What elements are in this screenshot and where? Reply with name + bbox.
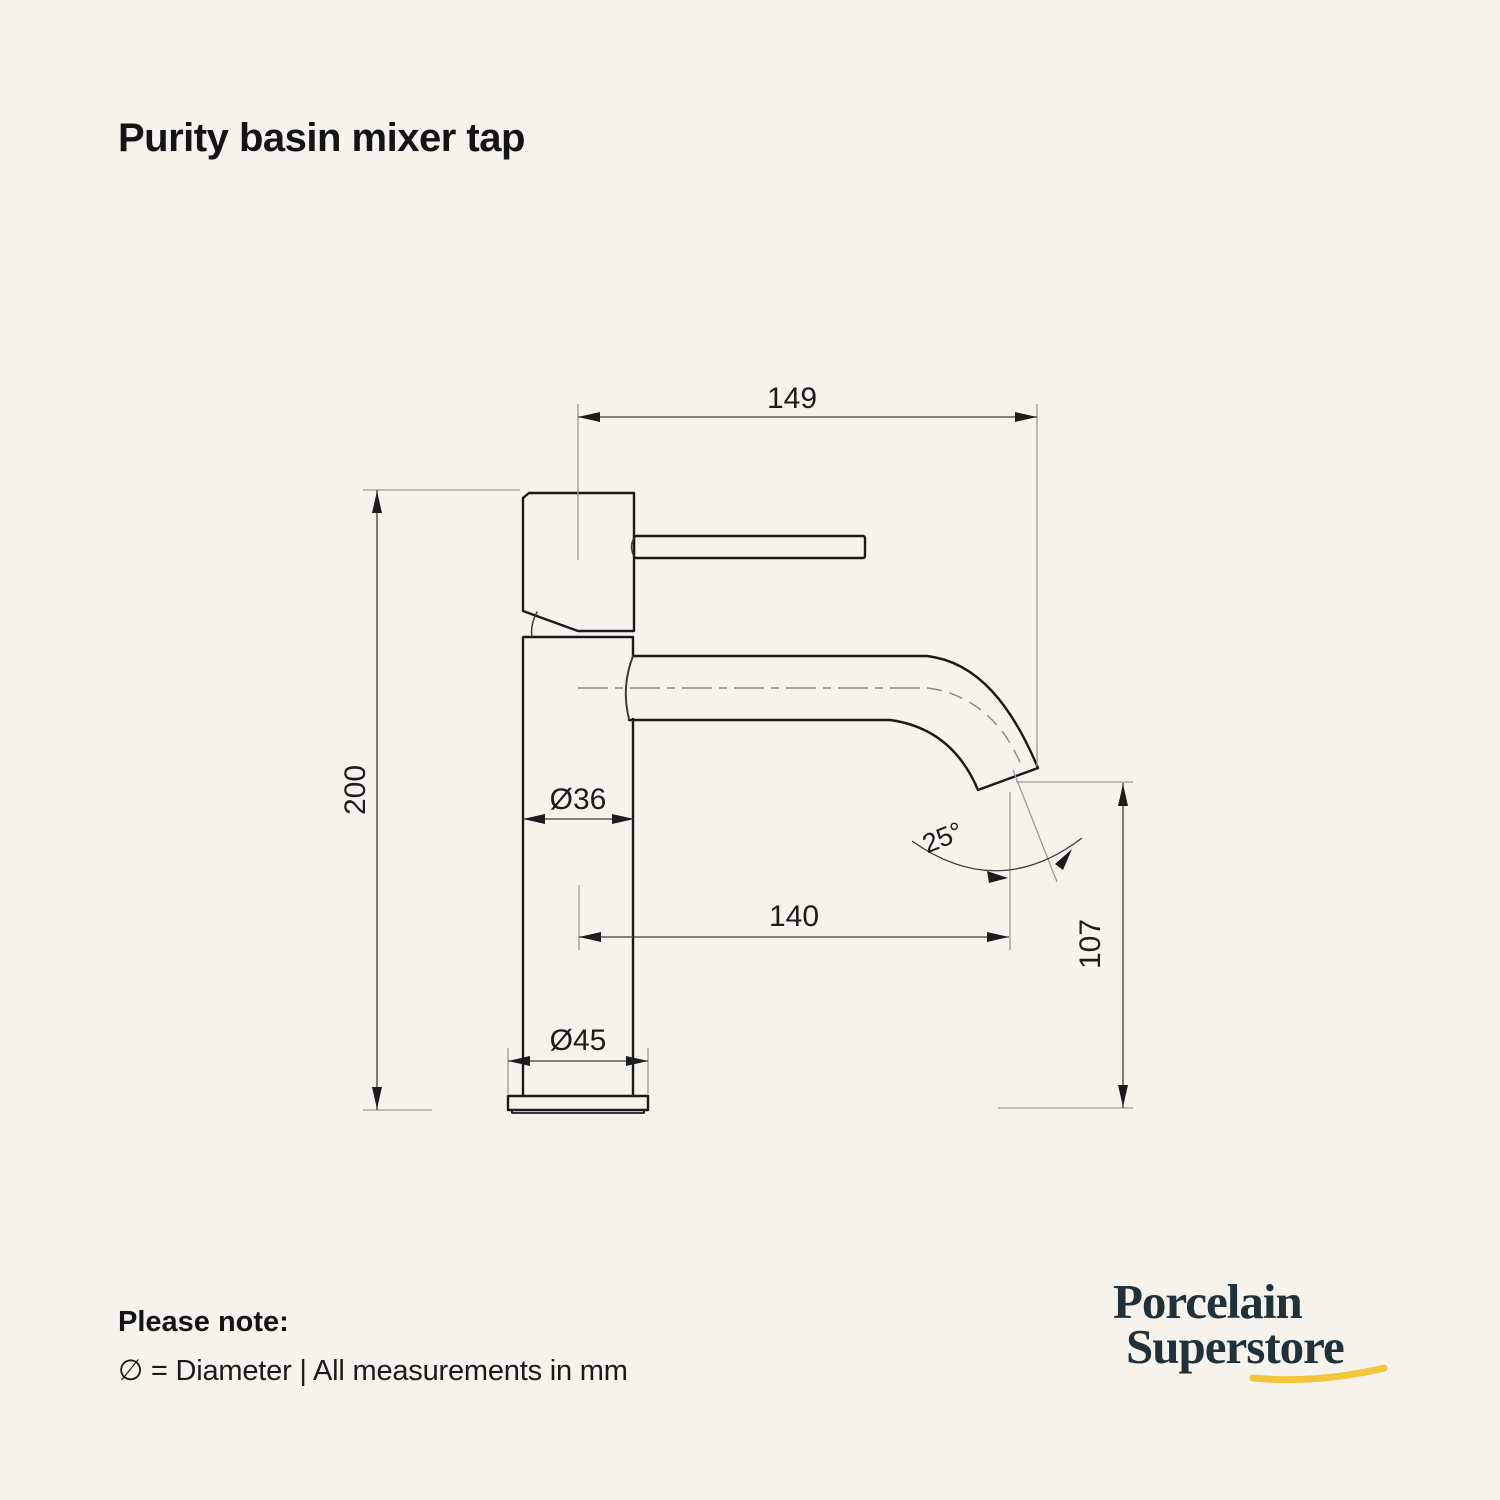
arrow-angle-left <box>987 871 1008 883</box>
tap-head <box>521 491 636 633</box>
note-block: Please note: ∅ = Diameter | All measurem… <box>118 1306 628 1388</box>
tap-spout <box>627 654 1040 792</box>
arrow-140-right <box>987 932 1009 942</box>
tap-handle-lever <box>632 534 867 560</box>
logo-text-line1: Porcelain <box>1113 1274 1303 1329</box>
page-title: Purity basin mixer tap <box>118 116 525 160</box>
tap-base <box>506 1094 650 1112</box>
arrow-45-left <box>508 1056 530 1066</box>
tap-base-lip <box>511 1109 645 1114</box>
note-heading: Please note: <box>118 1306 289 1338</box>
arrow-200-down <box>372 1087 382 1109</box>
tap-body <box>521 635 635 1098</box>
arrow-angle-right <box>1055 849 1072 870</box>
spout-centerline <box>578 687 1022 765</box>
arrow-107-up <box>1118 784 1128 806</box>
arrow-149-right <box>1015 412 1037 422</box>
dim-label-base-diameter: Ø45 <box>550 1024 607 1057</box>
dim-label-spout-angle: 25° <box>918 816 967 859</box>
arrow-200-up <box>372 491 382 513</box>
spout-body-fillet <box>624 655 634 720</box>
arrow-36-right <box>612 814 634 824</box>
brand-logo: Porcelain Superstore <box>1113 1274 1388 1384</box>
arrow-107-down <box>1118 1085 1128 1107</box>
dimline-angle-arc <box>911 837 1083 872</box>
arrow-45-right <box>626 1056 648 1066</box>
note-body: ∅ = Diameter | All measurements in mm <box>118 1355 628 1387</box>
tap-outline <box>506 491 1040 1114</box>
dim-label-body-diameter: Ø36 <box>550 783 607 816</box>
arrow-140-left <box>579 932 601 942</box>
dim-label-reach: 149 <box>767 382 817 415</box>
lever-socket-arc <box>630 537 635 557</box>
logo-text-line2: Superstore <box>1126 1319 1345 1374</box>
tap-detail-lines <box>530 537 635 720</box>
cartridge-joint-arc <box>530 611 538 638</box>
arrow-36-left <box>523 814 545 824</box>
dim-label-outlet-height: 107 <box>1074 919 1107 969</box>
logo-underline-swoosh <box>1249 1364 1388 1384</box>
dim-label-height: 200 <box>339 765 372 815</box>
extension-lines <box>363 404 1133 1111</box>
dimension-labels: 149 200 Ø36 140 107 Ø45 25° <box>339 382 1107 1057</box>
centerline-curve <box>927 687 1022 765</box>
angle-reference-slant <box>1012 769 1058 883</box>
dimension-arrows <box>372 412 1128 1109</box>
arrow-149-left <box>578 412 600 422</box>
dimension-lines <box>376 416 1124 1110</box>
dim-label-projection: 140 <box>769 900 819 933</box>
